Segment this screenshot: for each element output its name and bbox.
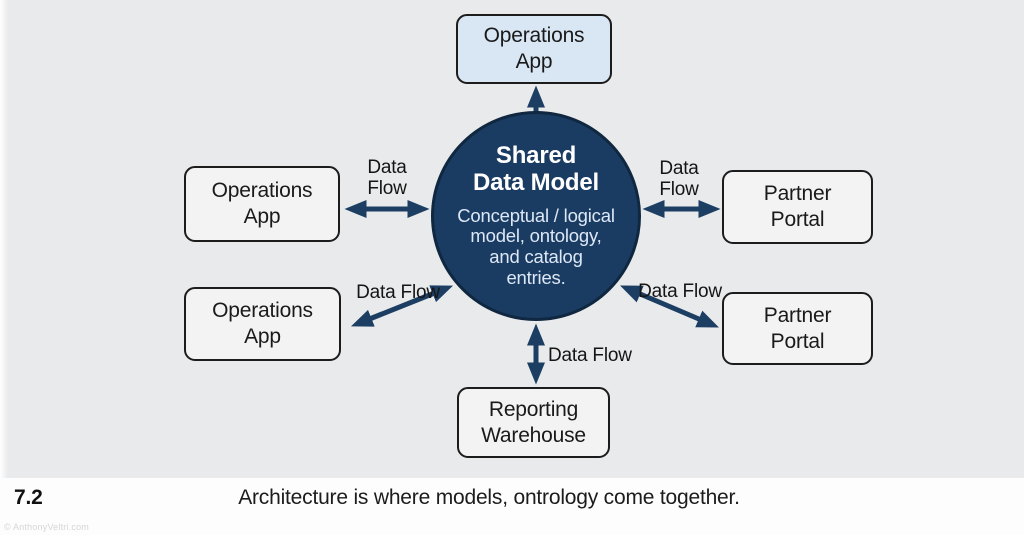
node-partner-portal-lower-right: Partner Portal bbox=[722, 292, 873, 365]
arrow-lower-left-operations-app bbox=[350, 285, 454, 327]
arrow-layer bbox=[344, 85, 721, 385]
node-partner-portal-right: Partner Portal bbox=[722, 170, 873, 244]
watermark: © AnthonyVeltri.com bbox=[4, 522, 89, 532]
shared-data-model-title: Shared Data Model bbox=[472, 141, 600, 196]
node-operations-app-top: Operations App bbox=[456, 14, 612, 84]
arrow-lower-right-partner-portal bbox=[620, 285, 719, 328]
figure-number: 7.2 bbox=[14, 486, 43, 509]
caption-bar: 7.2 Architecture is where models, ontrol… bbox=[0, 478, 1024, 535]
node-operations-app-left: Operations App bbox=[184, 166, 340, 242]
shared-data-model-subtitle: Conceptual / logical model, ontology, an… bbox=[457, 204, 615, 289]
flow-label-right: Data Flow bbox=[659, 158, 699, 201]
slide-caption: Architecture is where models, ontrology … bbox=[238, 486, 740, 509]
flow-label-bottom: Data Flow bbox=[548, 345, 632, 366]
diagram-canvas: Operations App Operations App Operations… bbox=[0, 0, 1024, 478]
flow-label-lower-right: Data Flow bbox=[638, 281, 722, 302]
flow-label-lower-left: Data Flow bbox=[356, 282, 440, 303]
node-shared-data-model: Shared Data Model Conceptual / logical m… bbox=[431, 111, 641, 321]
flow-label-left: Data Flow bbox=[367, 157, 407, 200]
node-reporting-warehouse: Reporting Warehouse bbox=[457, 387, 610, 458]
node-operations-app-lower-left: Operations App bbox=[184, 287, 341, 361]
